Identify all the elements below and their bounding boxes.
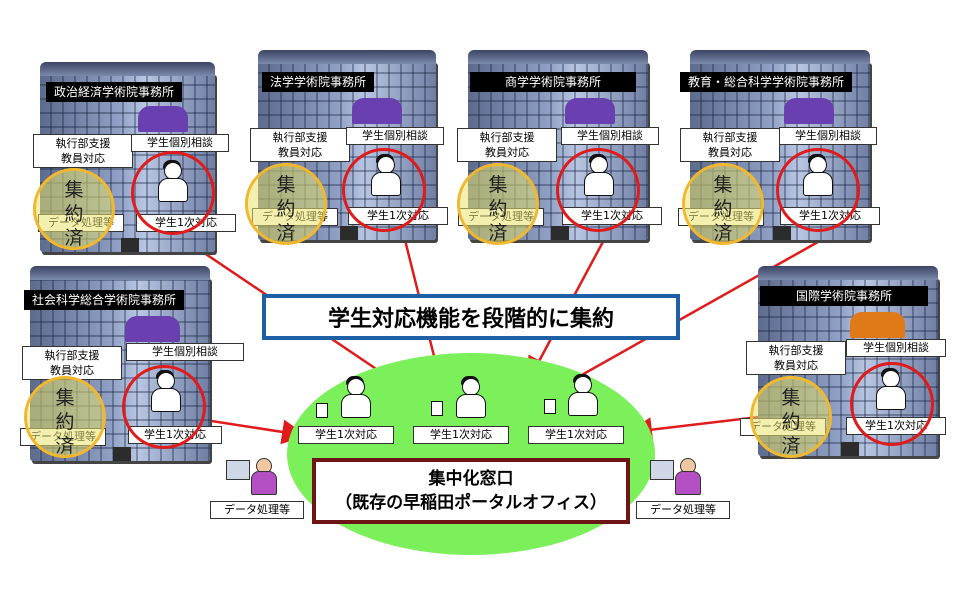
first-response-circle: [342, 148, 426, 232]
student-consult-label: 学生個別相談: [561, 127, 659, 145]
consolidated-badge: 集 約 済: [457, 163, 539, 245]
first-response-circle: [122, 365, 206, 449]
exec-support-label: 執行部支援教員対応: [680, 128, 780, 162]
exec-support-label: 執行部支援教員対応: [746, 341, 846, 375]
computer-icon: [226, 460, 250, 480]
first-response-circle: [131, 151, 215, 235]
office-name-education: 教育・総合科学学術院事務所: [680, 72, 853, 92]
center-box: 集中化窓口 （既存の早稲田ポータルオフィス）: [312, 458, 630, 524]
document-icon: [544, 399, 556, 414]
office-staff-pair: [138, 106, 188, 132]
office-name-politics: 政治経済学術院事務所: [46, 82, 183, 102]
center-staff-2: [450, 376, 490, 424]
center-box-title: 集中化窓口: [428, 469, 514, 489]
exec-support-label: 執行部支援教員対応: [457, 128, 557, 162]
student-consult-label: 学生個別相談: [779, 127, 877, 145]
consolidated-badge: 集 約 済: [245, 163, 327, 245]
exec-support-label: 執行部支援教員対応: [22, 346, 122, 380]
center-staff-1: [335, 376, 375, 424]
arrow-social: [204, 418, 307, 445]
exec-support-label: 執行部支援教員対応: [33, 134, 133, 168]
exec-support-label: 執行部支援教員対応: [250, 128, 350, 162]
computer-icon: [650, 460, 674, 480]
center-staff-3: [562, 374, 602, 422]
first-response-circle: [556, 148, 640, 232]
office-staff-pair: [352, 98, 402, 124]
consolidated-badge: 集 約 済: [24, 376, 106, 458]
title-banner: 学生対応機能を段階的に集約: [262, 294, 680, 340]
office-name-commerce: 商学学術院事務所: [470, 72, 636, 92]
data-processing-left: データ処理等: [210, 501, 304, 519]
student-consult-label: 学生個別相談: [846, 339, 946, 357]
center-first-response-2: 学生1次対応: [413, 426, 509, 444]
office-staff-pair: [784, 98, 834, 124]
document-icon: [431, 401, 443, 416]
student-consult-label: 学生個別相談: [126, 343, 244, 361]
center-first-response-1: 学生1次対応: [298, 426, 394, 444]
office-staff-pair: [850, 312, 905, 338]
office-name-social: 社会科学総合学術院事務所: [24, 290, 185, 310]
office-name-international: 国際学術院事務所: [760, 286, 928, 306]
data-worker-left: [248, 458, 280, 496]
title-banner-text: 学生対応機能を段階的に集約: [327, 306, 614, 332]
consolidated-badge: 集 約 済: [750, 376, 832, 458]
data-processing-right: データ処理等: [636, 501, 730, 519]
document-icon: [316, 403, 328, 418]
student-consult-label: 学生個別相談: [346, 127, 444, 145]
office-staff-pair: [565, 98, 615, 124]
office-staff-pair: [125, 316, 180, 342]
consolidated-badge: 集 約 済: [682, 163, 764, 245]
office-name-law: 法学学術院事務所: [262, 72, 375, 92]
first-response-circle: [850, 362, 934, 446]
arrow-education: [550, 236, 826, 393]
center-first-response-3: 学生1次対応: [528, 426, 624, 444]
center-box-subtitle: （既存の早稲田ポータルオフィス）: [335, 493, 607, 513]
first-response-circle: [776, 148, 860, 232]
data-worker-right: [672, 458, 704, 496]
consolidated-badge: 集 約 済: [33, 168, 115, 250]
student-consult-label: 学生個別相談: [131, 134, 229, 152]
